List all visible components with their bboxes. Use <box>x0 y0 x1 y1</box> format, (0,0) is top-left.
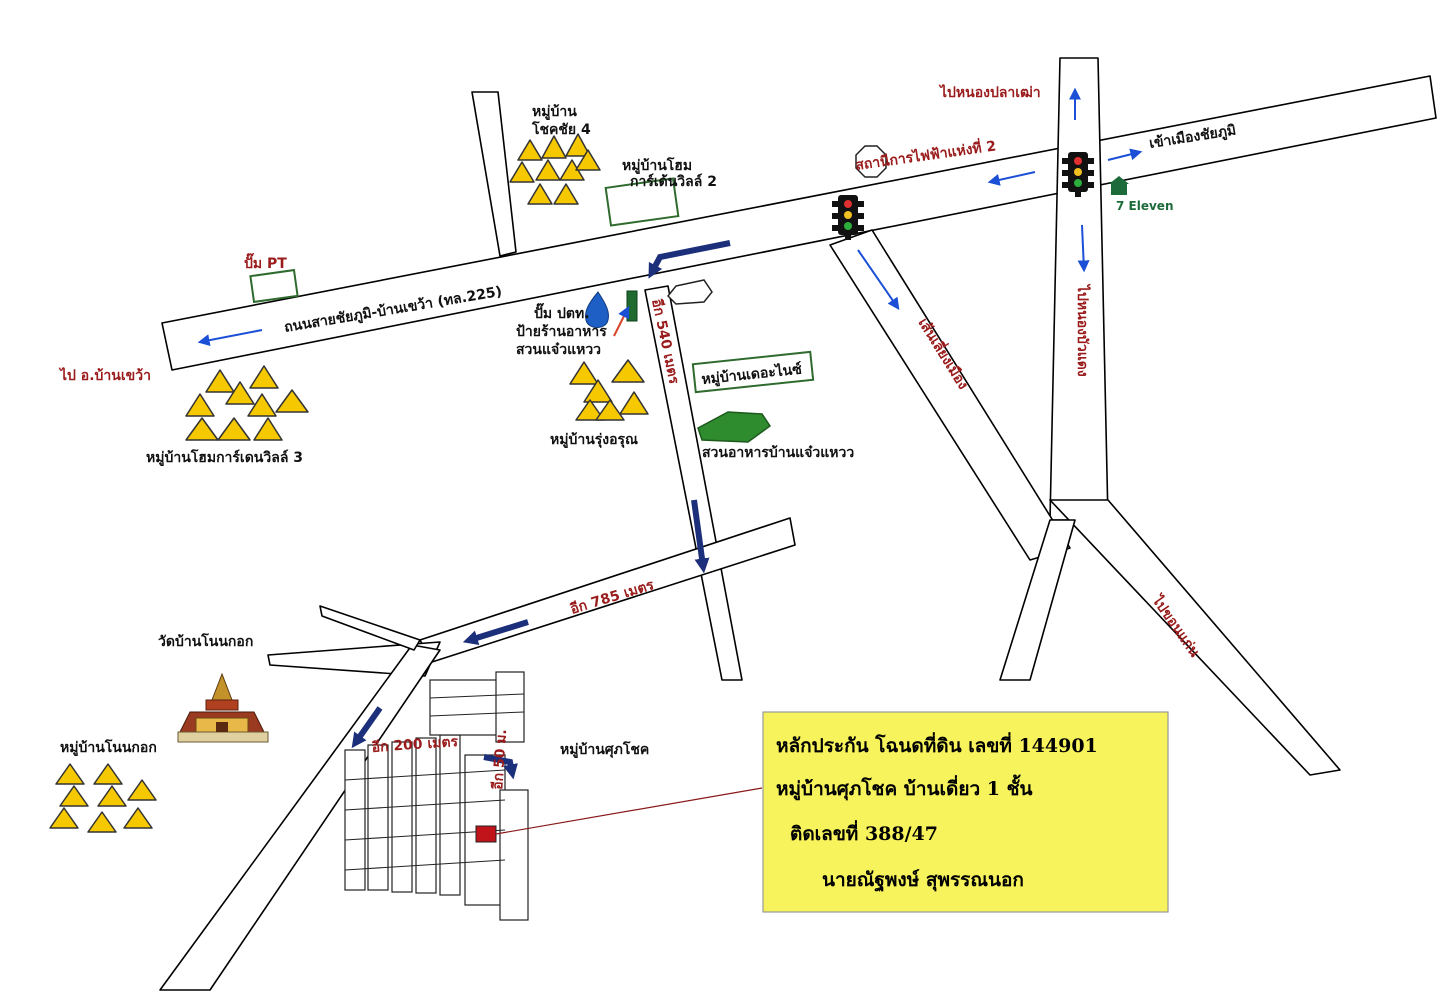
label-temple: วัดบ้านโนนกอก <box>158 632 253 650</box>
direction-nong-bua-daeng: ไปหนองบัวแดง <box>1074 283 1092 377</box>
arrow-to-city <box>1107 148 1143 161</box>
label-seven-eleven: 7 Eleven <box>1116 199 1173 213</box>
the-design-plot <box>691 350 815 394</box>
label-rungarun: หมู่บ้านรุ่งอรุณ <box>550 432 638 448</box>
village-nonkok <box>49 763 157 833</box>
label-homegarden3: หมู่บ้านโฮมการ์เดนวิลล์ 3 <box>146 448 303 466</box>
road-southwest <box>159 644 441 991</box>
road-bypass <box>829 229 1071 561</box>
sign-pointer-arrow <box>613 305 630 337</box>
label-restaurant-sign-line1: ป้ายร้านอาหาร <box>516 324 607 340</box>
village-homegarden3 <box>185 365 309 441</box>
temple-icon <box>177 672 269 743</box>
target-plot <box>475 825 497 843</box>
label-supachok: หมู่บ้านศุภโชค <box>560 740 649 758</box>
supachok-subdivision <box>344 671 529 921</box>
info-box <box>762 711 1169 913</box>
road-stub <box>319 605 421 651</box>
label-restaurant: สวนอาหารบ้านแจ๋วแหวว <box>702 445 854 461</box>
route-arrow-left <box>462 619 529 645</box>
label-pump-ptt: ปั๊ม ปตท. <box>534 302 590 322</box>
route-arrow-down <box>691 499 710 574</box>
main-road <box>161 75 1437 371</box>
info-owner-line: นายณัฐพงษ์ สุพรรณนอก <box>822 869 1024 893</box>
road-chokchai <box>471 91 517 257</box>
pt-pump-plot <box>249 268 299 304</box>
village-chokchai4 <box>509 133 601 205</box>
info-village-line: หมู่บ้านศุภโชค บ้านเดี่ยว 1 ชั้น <box>776 774 1032 801</box>
road-khonkaen <box>1049 499 1341 776</box>
label-restaurant-sign-line2: สวนแจ๋วแหวว <box>516 342 601 358</box>
traffic-light-icon <box>832 195 864 240</box>
distance-200: อีก 200 เมตร <box>371 734 459 756</box>
route-arrow-final <box>483 754 518 780</box>
restaurant-area <box>697 411 772 443</box>
leader-line <box>495 787 763 835</box>
village-rungarun <box>569 359 649 421</box>
label-chokchai4-line1: หมู่บ้าน <box>532 104 577 120</box>
info-deed-line: หลักประกัน โฉนดที่ดิน เลขที่ 144901 <box>776 732 1098 757</box>
traffic-light-icon <box>1062 152 1094 197</box>
distance-50: อีก 50 ม. <box>490 729 510 791</box>
arrow-south <box>1077 224 1090 273</box>
water-drop-icon <box>585 291 609 328</box>
restaurant-sign-icon <box>626 290 638 322</box>
label-homegarden2-line1: หมู่บ้านโฮม <box>622 156 692 174</box>
direction-ban-khwao: ไป อ.บ้านเขว้า <box>58 366 151 384</box>
route-arrow-turn <box>648 240 731 279</box>
label-nonkok-village: หมู่บ้านโนนกอก <box>60 738 157 756</box>
homegarden2-plot <box>604 177 680 227</box>
store-icon <box>1109 176 1129 195</box>
arrow-west <box>987 171 1036 186</box>
label-pump-pt: ปั๊ม PT <box>244 252 287 272</box>
arrow-to-ban-khwao <box>197 329 263 347</box>
octagon-sign-icon <box>855 145 887 178</box>
label-chokchai4-line2: โชคชัย 4 <box>531 120 591 138</box>
route-arrow-southwest <box>351 706 383 749</box>
road-south <box>999 519 1076 681</box>
direction-nong-pla-thao: ไปหนองปลาเฒ่า <box>938 83 1041 101</box>
arrow-bypass <box>857 249 900 310</box>
info-address-line: ติดเลขที่ 388/47 <box>790 820 938 845</box>
building-outline <box>666 279 713 305</box>
label-homegarden2-line2: การ์เด้นวิลล์ 2 <box>630 173 717 190</box>
